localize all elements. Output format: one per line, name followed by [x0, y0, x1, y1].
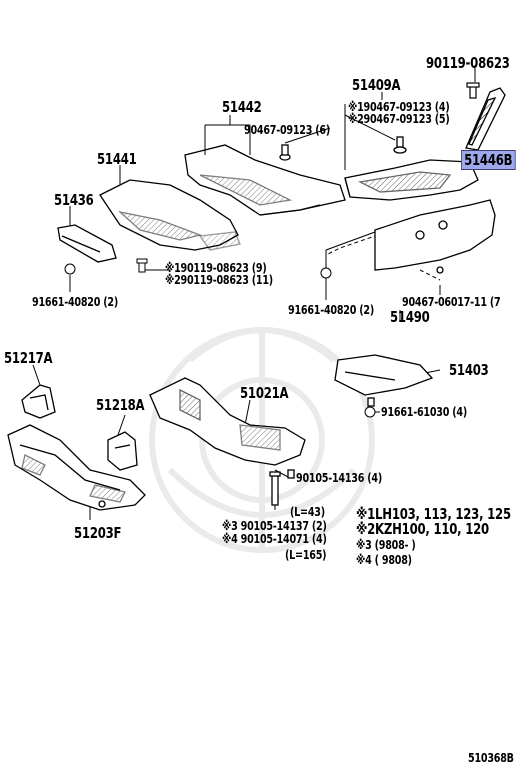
label-applicability-note4: ※4 ( 9808)	[356, 553, 412, 567]
label-90119-08623-top[interactable]: 90119-08623	[426, 54, 510, 72]
label-note3-90105[interactable]: ※3 90105-14137 (2)	[222, 519, 327, 533]
part-51446b-bracket[interactable]	[465, 87, 506, 151]
label-applicability-note3: ※3 (9808‐ )	[356, 538, 416, 552]
label-51203f[interactable]: 51203F	[74, 524, 122, 542]
label-length-165: (L=165)	[285, 548, 327, 562]
dashed-connector	[325, 234, 441, 281]
label-note2-90467[interactable]: ※290467-09123 (5)	[348, 112, 450, 126]
label-51436[interactable]: 51436	[54, 191, 94, 209]
part-51409a-cover[interactable]	[344, 136, 479, 201]
part-51436-bracket[interactable]	[57, 224, 117, 263]
label-note2-90119[interactable]: ※290119-08623 (11)	[165, 273, 273, 287]
part-51442-cover[interactable]	[184, 144, 346, 216]
label-90105-14136[interactable]: 90105-14136 (4)	[296, 471, 382, 485]
label-90467-06017-11[interactable]: 90467-06017-11 (7	[402, 295, 501, 309]
label-91661-61030[interactable]: 91661-61030 (4)	[381, 405, 467, 419]
part-51021a-crossmember[interactable]	[149, 377, 306, 506]
figure-code: 510368B	[468, 751, 514, 765]
label-91661-40820-mid[interactable]: 91661-40820 (2)	[288, 303, 374, 317]
label-applicability-note1: ※1LH103, 113, 123, 125	[356, 505, 511, 523]
label-51403[interactable]: 51403	[449, 361, 489, 379]
part-51217a-bracket[interactable]	[21, 384, 56, 419]
part-51490-cover[interactable]	[374, 199, 496, 274]
label-51441[interactable]: 51441	[97, 150, 137, 168]
label-51490[interactable]: 51490	[390, 308, 430, 326]
part-51218a-bracket[interactable]	[107, 431, 138, 471]
part-90119-bolt-top[interactable]	[466, 82, 480, 99]
clip-icons	[64, 263, 376, 418]
label-51442[interactable]: 51442	[222, 98, 262, 116]
label-51021a[interactable]: 51021A	[240, 384, 289, 402]
label-91661-40820-left[interactable]: 91661-40820 (2)	[32, 295, 118, 309]
part-51403-bracket[interactable]	[334, 354, 434, 407]
label-51218a[interactable]: 51218A	[96, 396, 145, 414]
label-note4-90105[interactable]: ※4 90105-14071 (4)	[222, 532, 327, 546]
label-applicability-note2: ※2KZH100, 110, 120	[356, 520, 489, 538]
label-51409a[interactable]: 51409A	[352, 76, 401, 94]
label-90467-09123-6[interactable]: 90467-09123 (6)	[244, 123, 330, 137]
label-note1-90467[interactable]: ※190467-09123 (4)	[348, 100, 450, 114]
label-51217a[interactable]: 51217A	[4, 349, 53, 367]
label-51446b-highlighted[interactable]: 51446B	[461, 150, 516, 170]
part-51441-cover[interactable]	[99, 179, 241, 251]
part-90119-bolt-left[interactable]	[136, 258, 148, 273]
part-51203f-frame[interactable]	[7, 424, 146, 511]
label-note1-90119[interactable]: ※190119-08623 (9)	[165, 261, 267, 275]
label-length-43: (L=43)	[290, 505, 325, 519]
